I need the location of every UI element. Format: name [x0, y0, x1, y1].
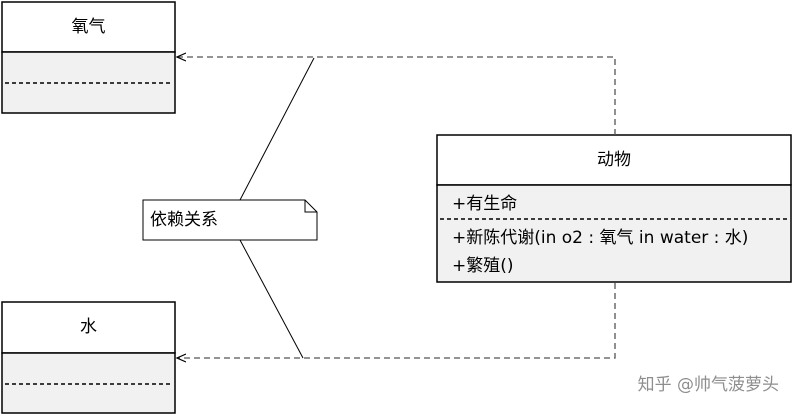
note-connector-top: [239, 57, 315, 201]
note-connector-bottom: [239, 239, 304, 359]
class-animal: [436, 134, 792, 283]
note-text: 依赖关系: [150, 210, 218, 230]
class-oxygen: [1, 1, 176, 114]
class-water: [1, 301, 176, 414]
animal-attribute: +有生命: [452, 194, 518, 214]
animal-method-metabolism: +新陈代谢(in o2 : 氧气 in water : 水): [452, 228, 749, 248]
class-water-name: 水: [80, 317, 97, 337]
class-oxygen-name: 氧气: [71, 17, 106, 37]
animal-method-reproduce: +繁殖(): [452, 256, 514, 276]
dependency-arrow-water: [177, 283, 616, 358]
note-box: [142, 199, 318, 241]
dependency-arrow-oxygen: [177, 57, 616, 135]
class-animal-name: 动物: [597, 150, 631, 170]
